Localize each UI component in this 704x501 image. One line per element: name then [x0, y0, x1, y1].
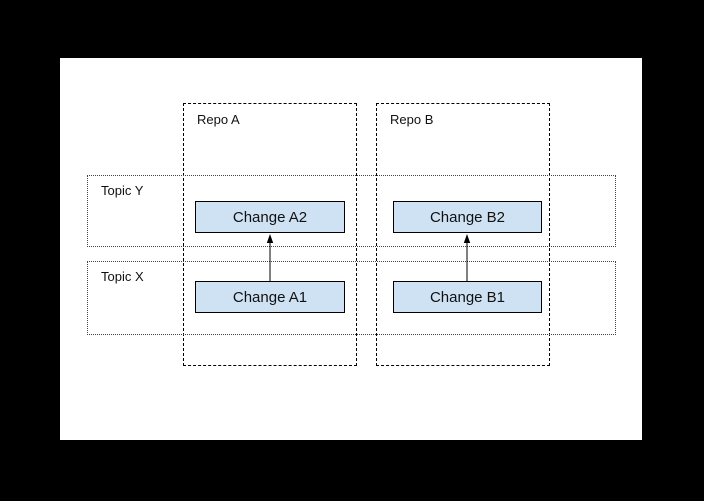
- arrow-b1-to-b2: [463, 234, 471, 282]
- topic-x-row: Topic X: [87, 261, 616, 335]
- change-a2-box: Change A2: [195, 201, 345, 233]
- change-a1-box: Change A1: [195, 281, 345, 313]
- repo-a-container: Repo A: [183, 103, 357, 366]
- arrow-a1-to-a2: [266, 234, 274, 282]
- topic-y-label: Topic Y: [101, 183, 144, 198]
- repo-b-label: Repo B: [390, 112, 434, 127]
- change-b2-box: Change B2: [393, 201, 542, 233]
- topic-x-label: Topic X: [101, 269, 144, 284]
- repo-b-container: Repo B: [376, 103, 550, 366]
- drawing-canvas: Repo A Repo B Topic Y Topic X Change A2 …: [60, 58, 642, 440]
- repo-a-label: Repo A: [197, 112, 240, 127]
- topic-y-row: Topic Y: [87, 175, 616, 247]
- change-b1-box: Change B1: [393, 281, 542, 313]
